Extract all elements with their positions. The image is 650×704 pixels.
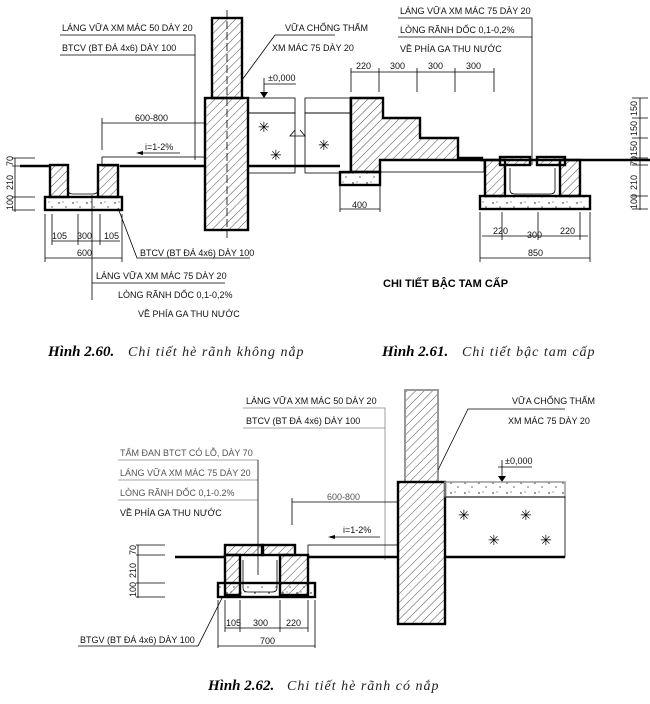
caption-2-62-number: Hình 2.62. [207,678,274,694]
caption-2-60-text: Chi tiết hè rãnh không nắp [128,345,305,360]
vdim-100: 100 [128,582,138,597]
dim-drain-2: 300 [527,230,542,240]
steps-title: CHI TIẾT BẬC TAM CẤP [383,277,508,290]
vdim-210: 210 [128,563,138,578]
note-lang-vua-50: LÁNG VỮA XM MÁC 50 DÀY 20 [246,396,377,406]
note-btcv: BTCV (BT ĐÁ 4x6) DÀY 100 [62,43,176,53]
note-waterproof: VỮA CHỐNG THẤM [285,22,368,33]
slope-label: i=1-2% [343,525,371,535]
vdim-2: 150 [629,121,639,136]
svg-text:✳: ✳ [488,534,500,549]
vdim-3: 150 [629,141,639,156]
dim-105-b: 105 [104,231,119,241]
note-lang-vua-50: LÁNG VỮA XM MÁC 50 DÀY 20 [62,23,193,33]
vdim-70: 70 [128,545,138,555]
svg-text:✳: ✳ [540,534,552,549]
steps [349,96,484,174]
vdim-100: 100 [5,195,15,210]
caption-2-62-text: Chi tiết hè rãnh có nắp [287,679,440,694]
svg-text:✳: ✳ [270,149,282,164]
note-waterproof-mix: XM MÁC 75 DÀY 20 [272,43,354,53]
note-bottom-3: VỀ PHÍA GA THU NƯỚC [138,309,240,319]
caption-2-60-number: Hình 2.60. [47,344,114,360]
vdim-70: 70 [5,156,15,166]
dim-220: 220 [286,618,301,628]
note-footing: BTCV (BT ĐÁ 4x6) DÀY 100 [140,248,254,258]
dim-700: 700 [260,636,275,646]
dim-step-2: 300 [390,61,405,71]
note-long-ranh: LÒNG RÃNH DỐC 0,1-0.2% [120,487,235,498]
note-waterproof-mix: XM MÁC 75 DÀY 20 [508,416,590,426]
elevation-label: ±0,000 [268,73,295,83]
svg-text:✳: ✳ [318,139,330,154]
dim-105-a: 105 [52,231,67,241]
note-btcv: BTCV (BT ĐÁ 4x6) DÀY 100 [246,416,360,426]
note-long-ranh: LÒNG RÃNH DỐC 0,1-0,2% [400,24,515,35]
dim-300: 300 [77,231,92,241]
dim-105: 105 [226,618,241,628]
dim-sidewalk: 600-800 [135,113,168,123]
dim-600: 600 [77,248,92,258]
note-bottom-1: LÁNG VỮA XM MÁC 75 DÀY 20 [96,271,227,281]
svg-text:✳: ✳ [520,509,532,524]
note-waterproof: VỮA CHỐNG THẤM [512,395,595,406]
dim-drain-3: 220 [560,226,575,236]
note-bottom-2: LÒNG RÃNH DỐC 0,1-0,2% [118,289,233,300]
vdim-6: 100 [629,194,639,209]
slope-label: i=1-2% [145,142,173,152]
svg-text:✳: ✳ [458,509,470,524]
dim-footing: 400 [352,200,367,210]
dim-drain-1: 220 [493,226,508,236]
vdim-5: 210 [629,175,639,190]
note-ve-phia-ga: VỀ PHÍA GA THU NƯỚC [120,508,222,518]
caption-2-61-number: Hình 2.61. [381,344,448,360]
note-ve-phia-ga: VỀ PHÍA GA THU NƯỚC [400,44,502,54]
wall-foundation [203,96,250,232]
note-lang-vua-75: LÁNG VỮA XM MÁC 75 DÀY 20 [400,6,531,16]
dim-sidewalk: 600-800 [327,492,360,502]
dim-300: 300 [253,618,268,628]
dim-drain-total: 850 [528,248,543,258]
elevation-label: ±0,000 [505,456,532,466]
note-tam-dan: TẤM ĐAN BTCT CÓ LỖ, DÀY 70 [120,447,253,458]
vdim-1: 150 [629,101,639,116]
note-lang-vua-75: LÁNG VỮA XM MÁC 75 DÀY 20 [120,468,251,478]
svg-text:✳: ✳ [258,121,270,136]
figure-2-62: LÁNG VỮA XM MÁC 50 DÀY 20 BTCV (BT ĐÁ 4x… [78,389,595,694]
dim-step-1: 220 [356,61,371,71]
figure-2-60: LÁNG VỮA XM MÁC 50 DÀY 20 BTCV (BT ĐÁ 4x… [5,6,650,360]
vdim-210: 210 [5,175,15,190]
dim-step-3: 300 [428,61,443,71]
caption-2-61-text: Chi tiết bậc tam cấp [462,345,596,360]
vdim-4: 70 [629,156,639,166]
dim-step-4: 300 [466,61,481,71]
note-footing: BTGV (BT ĐÁ 4x6) DÀY 100 [80,635,195,645]
